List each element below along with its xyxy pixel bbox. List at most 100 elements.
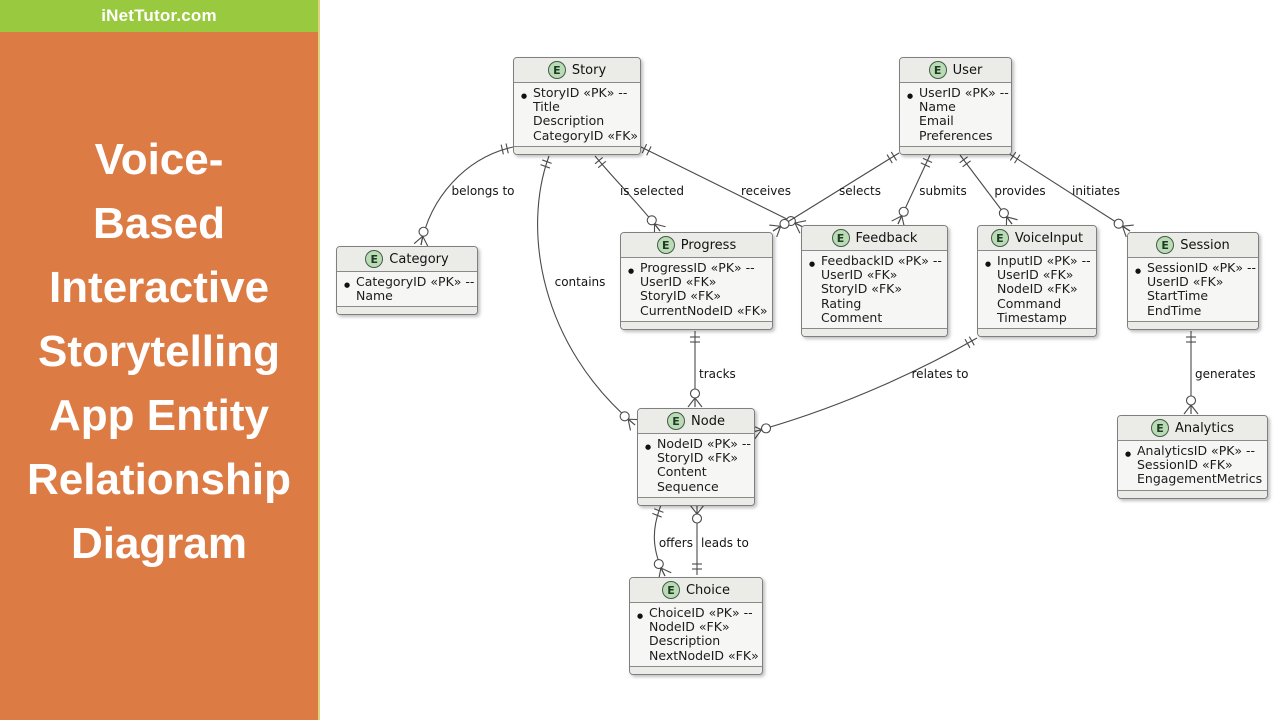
entity-attribute: Title (533, 99, 560, 115)
relationship-label-offers: offers (659, 536, 693, 550)
entity-name: Feedback (855, 230, 918, 246)
entity-stereotype-letter: E (836, 231, 845, 245)
entity-session: E Session SessionID «PK» --UserID «FK»St… (1127, 232, 1259, 330)
entity-user: E User UserID «PK» --NameEmailPreference… (899, 57, 1012, 155)
brand-text: iNetTutor.com (101, 6, 217, 25)
entity-attribute: Content (657, 464, 707, 480)
entity-attribute: UserID «FK» (640, 274, 717, 290)
entity-header: E Session (1128, 233, 1258, 258)
entity-progress: E Progress ProgressID «PK» --UserID «FK»… (620, 232, 773, 330)
entity-header: E Category (337, 247, 477, 272)
entity-attribute: Preferences (919, 127, 993, 143)
entity-stereotype-letter: E (933, 63, 942, 77)
entity-stereotype-letter: E (667, 583, 675, 597)
entity-attribute: UserID «PK» -- (907, 85, 1009, 103)
entity-attributes: AnalyticsID «PK» --SessionID «FK»Engagem… (1118, 441, 1267, 490)
slide-title-line: Storytelling (37, 327, 281, 376)
entity-attribute: Name (919, 99, 956, 115)
entity-header: E User (900, 58, 1011, 83)
entity-name: VoiceInput (1014, 230, 1084, 246)
entity-attribute: UserID «FK» (1147, 274, 1224, 290)
entity-footer (978, 328, 1096, 337)
entity-attributes: InputID «PK» --UserID «FK»NodeID «FK»Com… (978, 251, 1096, 328)
entity-header: E Progress (621, 233, 772, 258)
entity-attribute: AnalyticsID «PK» -- (1125, 443, 1259, 461)
entity-attribute: StartTime (1147, 288, 1209, 304)
entity-name: Story (571, 62, 607, 78)
relationship-receives (638, 145, 804, 228)
slide-title-line: Relationship (26, 455, 292, 504)
entity-footer (621, 320, 772, 329)
entity-attribute: NodeID «PK» -- (645, 436, 751, 454)
entity-stereotype-letter: E (553, 63, 561, 77)
slide-title-line: Diagram (70, 519, 248, 568)
entity-stereotype-icon: E (667, 412, 686, 430)
entity-attribute: Name (356, 288, 393, 304)
entity-story: E Story StoryID «PK» --TitleDescriptionC… (513, 57, 641, 155)
relationship-label-initiates: initiates (1072, 184, 1120, 198)
entity-header: E Feedback (802, 226, 947, 251)
entity-attribute: ProgressID «PK» -- (628, 260, 764, 278)
entity-header: E Story (514, 58, 640, 83)
entity-attribute: StoryID «FK» (657, 450, 738, 466)
entity-attributes: CategoryID «PK» --Name (337, 272, 477, 306)
entity-stereotype-icon: E (656, 236, 675, 254)
relationship-selects (772, 152, 900, 232)
entity-footer (802, 328, 947, 337)
entity-footer (630, 665, 762, 674)
entity-stereotype-letter: E (1156, 421, 1164, 435)
entity-attribute: NodeID «FK» (649, 619, 730, 635)
entity-name: Analytics (1174, 420, 1235, 436)
entity-stereotype-icon: E (990, 229, 1009, 247)
entity-footer (900, 145, 1011, 154)
entity-stereotype-letter: E (661, 238, 670, 252)
entity-attributes: ChoiceID «PK» --NodeID «FK»DescriptionNe… (630, 603, 762, 666)
entity-attribute: CurrentNodeID «FK» (640, 302, 768, 318)
entity-header: E Choice (630, 578, 762, 603)
entity-attribute: Description (533, 113, 605, 129)
relationship-label-receives: receives (741, 184, 791, 198)
relationship-label-provides: provides (994, 184, 1045, 198)
slide-title-line: Based (92, 199, 226, 248)
entity-attribute: NextNodeID «FK» (649, 647, 759, 663)
entity-attribute: ChoiceID «PK» -- (637, 605, 754, 623)
entity-stereotype-letter: E (1161, 238, 1169, 252)
entity-attribute: Description (649, 633, 721, 649)
relationship-label-leads_to: leads to (701, 536, 749, 550)
relationship-label-relates_to: relates to (912, 367, 969, 381)
entity-voiceinput: E VoiceInput InputID «PK» --UserID «FK»N… (977, 225, 1097, 338)
relationship-relates_to (752, 337, 978, 433)
entity-stereotype-letter: E (996, 231, 1004, 245)
entity-attribute: Email (919, 113, 954, 129)
relationship-label-is_selected: is selected (620, 184, 684, 198)
entity-attribute: NodeID «FK» (997, 281, 1078, 297)
relationship-label-generates: generates (1195, 367, 1256, 381)
relationship-contains (537, 155, 636, 426)
entity-attribute: Comment (821, 309, 883, 325)
entity-header: E VoiceInput (978, 226, 1096, 251)
relationship-label-tracks: tracks (699, 367, 736, 381)
entity-attribute: Rating (821, 295, 862, 311)
entity-footer (1128, 320, 1258, 329)
entity-feedback: E Feedback FeedbackID «PK» --UserID «FK»… (801, 225, 948, 338)
entity-header: E Analytics (1118, 416, 1267, 441)
entity-attributes: NodeID «PK» --StoryID «FK»ContentSequenc… (638, 434, 754, 497)
entity-attribute: StoryID «FK» (640, 288, 721, 304)
entity-attribute: Sequence (657, 478, 719, 494)
entity-footer (638, 496, 754, 505)
entity-attribute: UserID «FK» (821, 267, 898, 283)
brand-bar: iNetTutor.com (0, 0, 318, 32)
relationship-label-contains: contains (555, 275, 606, 289)
entity-stereotype-icon: E (928, 61, 947, 79)
entity-name: Node (691, 413, 725, 429)
entity-stereotype-letter: E (370, 252, 379, 266)
entity-category: E Category CategoryID «PK» --Name (336, 246, 478, 316)
entity-attributes: ProgressID «PK» --UserID «FK»StoryID «FK… (621, 258, 772, 321)
entity-attributes: StoryID «PK» --TitleDescriptionCategoryI… (514, 83, 640, 146)
entity-attribute: StoryID «PK» -- (521, 85, 632, 103)
